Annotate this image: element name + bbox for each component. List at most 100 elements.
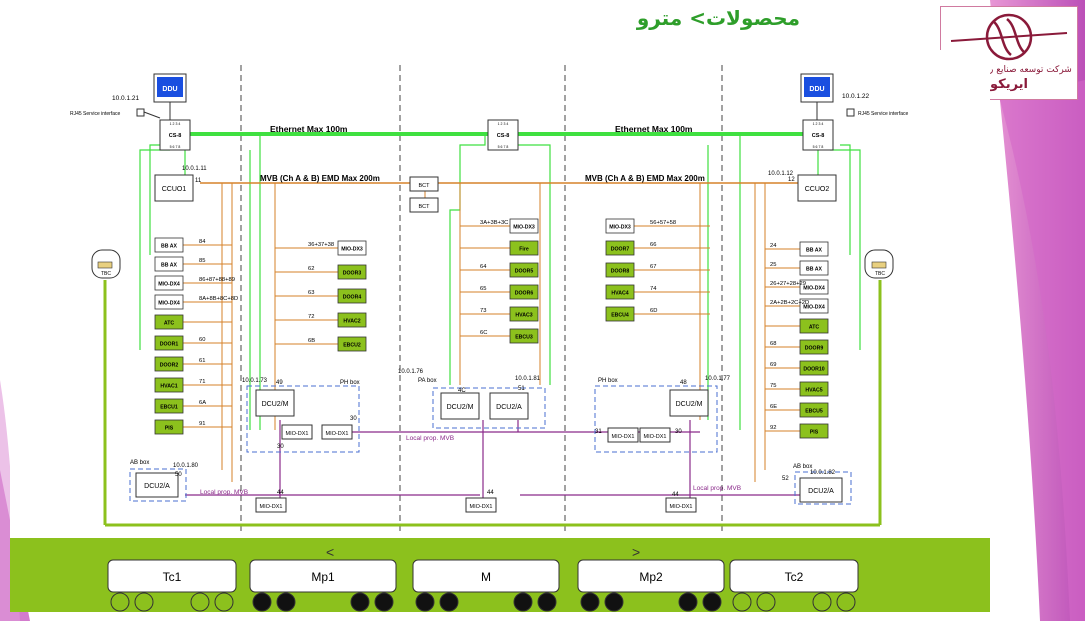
mio-dx1-mp2-b: MIO-DX1 — [639, 427, 671, 443]
svg-text:DCU2/M: DCU2/M — [447, 404, 474, 411]
ddu-left: DDU 10.0.1.21 — [112, 73, 187, 103]
logo-company-name: شرکت توسعه صنایع ریلی ایرانیان — [946, 65, 1072, 75]
svg-text:DCU2/A: DCU2/A — [496, 404, 522, 411]
device-address: 6C — [480, 330, 487, 336]
dcu-ph-left: DCU2/M 10.0.1.73 49 — [242, 378, 295, 417]
svg-text:Tc2: Tc2 — [785, 570, 804, 584]
tbc-left: TBC — [91, 249, 121, 279]
device-address: 62 — [308, 266, 314, 272]
svg-text:5 6 7 8: 5 6 7 8 — [813, 145, 824, 149]
pa-box-label: PA box — [418, 378, 437, 384]
ddu-right-ip: 10.0.1.22 — [842, 93, 869, 100]
svg-text:5 6 7 8: 5 6 7 8 — [170, 145, 181, 149]
svg-text:BCT: BCT — [419, 183, 431, 189]
svg-text:DOOR8: DOOR8 — [611, 269, 630, 275]
car-m: M — [412, 559, 560, 612]
device-address: 84 — [199, 239, 206, 245]
svg-text:DOOR9: DOOR9 — [805, 346, 824, 352]
car-separators — [240, 65, 723, 535]
ddu-left-label: DDU — [162, 86, 177, 93]
svg-text:MIO-DX4: MIO-DX4 — [803, 286, 825, 292]
mio-dx1-modules: MIO-DX1 MIO-DX1 MIO-DX1 MIO-DX1 MIO-DX1 … — [255, 424, 697, 513]
dcu-ph-right: DCU2/M 48 10.0.1.77 — [669, 376, 731, 417]
bct-gateway-2: BCT — [409, 197, 439, 213]
svg-text:DOOR5: DOOR5 — [515, 269, 534, 275]
svg-text:MIO-DX3: MIO-DX3 — [513, 225, 535, 231]
device-address: 61 — [199, 358, 205, 364]
svg-text:DCU2/M: DCU2/M — [676, 401, 703, 408]
svg-text:10.0.1.77: 10.0.1.77 — [705, 376, 731, 382]
car-tc2: Tc2 — [729, 559, 859, 612]
ph-box-left-label: PH box — [340, 380, 360, 386]
device-mp2-door8: DOOR8 67 — [605, 262, 710, 278]
svg-text:EBCU3: EBCU3 — [515, 335, 533, 341]
svg-text:44: 44 — [672, 492, 679, 498]
train-network-diagram: Ethernet Max 100m Ethernet Max 100m MVB … — [10, 65, 990, 612]
svg-text:DCU2/A: DCU2/A — [808, 488, 834, 495]
device-address: 36+37+38 — [308, 242, 334, 248]
device-address: 6B — [308, 338, 315, 344]
svg-text:1 2 3 4: 1 2 3 4 — [498, 122, 509, 126]
svg-text:TBC: TBC — [875, 271, 885, 277]
svg-text:BB AX: BB AX — [806, 267, 822, 273]
device-address: 75 — [770, 383, 776, 389]
mvb-label-left: MVB (Ch A & B) EMD Max 200m — [260, 174, 380, 183]
device-address: 65 — [480, 286, 486, 292]
svg-text:MIO-DX3: MIO-DX3 — [341, 247, 363, 253]
car-mp1: Mp1 — [249, 559, 397, 612]
svg-text:MIO-DX1: MIO-DX1 — [670, 504, 693, 510]
svg-text:MIO-DX3: MIO-DX3 — [609, 225, 631, 231]
dcu-m: DCU2/A 10.0.1.81 51 — [489, 376, 541, 420]
svg-text:52: 52 — [782, 476, 789, 482]
direction-arrow-right: > — [632, 544, 640, 560]
device-address: 2A+2B+2C+2D — [770, 300, 809, 306]
device-address: 6A — [199, 400, 206, 406]
svg-text:Mp2: Mp2 — [639, 570, 663, 584]
svg-text:EBCU2: EBCU2 — [343, 343, 361, 349]
device-address: 71 — [199, 379, 205, 385]
svg-text:MIO-DX4: MIO-DX4 — [158, 301, 180, 307]
svg-text:51: 51 — [518, 386, 525, 392]
diagram-panel: Ethernet Max 100m Ethernet Max 100m MVB … — [10, 50, 990, 612]
device-tc1-atc: ATC — [154, 314, 232, 330]
train-line-bus — [103, 280, 882, 527]
device-address: 6E — [770, 404, 777, 410]
device-mp1-mio-dx3: MIO-DX3 36+37+38 — [275, 240, 367, 256]
device-address: 73 — [480, 308, 486, 314]
svg-text:BB AX: BB AX — [161, 244, 177, 250]
svg-text:10.0.1.82: 10.0.1.82 — [810, 470, 836, 476]
ab-box-left-label: AB box — [130, 460, 149, 466]
svg-text:Fire: Fire — [519, 247, 529, 253]
svg-text:RJ45 Service interface: RJ45 Service interface — [70, 111, 121, 117]
dcu-ab-right: DCU2/A 10.0.1.82 52 — [782, 470, 843, 503]
svg-text:DCU2/M: DCU2/M — [262, 401, 289, 408]
svg-text:CCUO2: CCUO2 — [805, 186, 830, 193]
svg-text:DOOR4: DOOR4 — [343, 295, 362, 301]
device-address: 68 — [770, 341, 776, 347]
device-address: 6D — [650, 308, 657, 314]
svg-text:30: 30 — [675, 429, 682, 435]
device-m-ebcu3: EBCU3 6C — [460, 328, 539, 344]
svg-text:CS-8: CS-8 — [169, 133, 182, 139]
device-mp2-ebcu4: EBCU4 6D — [605, 306, 710, 322]
local-mvb-label-left: Local prop. MVB — [200, 489, 248, 496]
svg-text:EBCU4: EBCU4 — [611, 313, 629, 319]
svg-text:M: M — [481, 570, 491, 584]
svg-text:10.0.1.73: 10.0.1.73 — [242, 378, 268, 384]
device-address: 85 — [199, 258, 205, 264]
svg-text:30: 30 — [350, 416, 357, 422]
device-address: 67 — [650, 264, 656, 270]
svg-text:TBC: TBC — [101, 271, 111, 277]
